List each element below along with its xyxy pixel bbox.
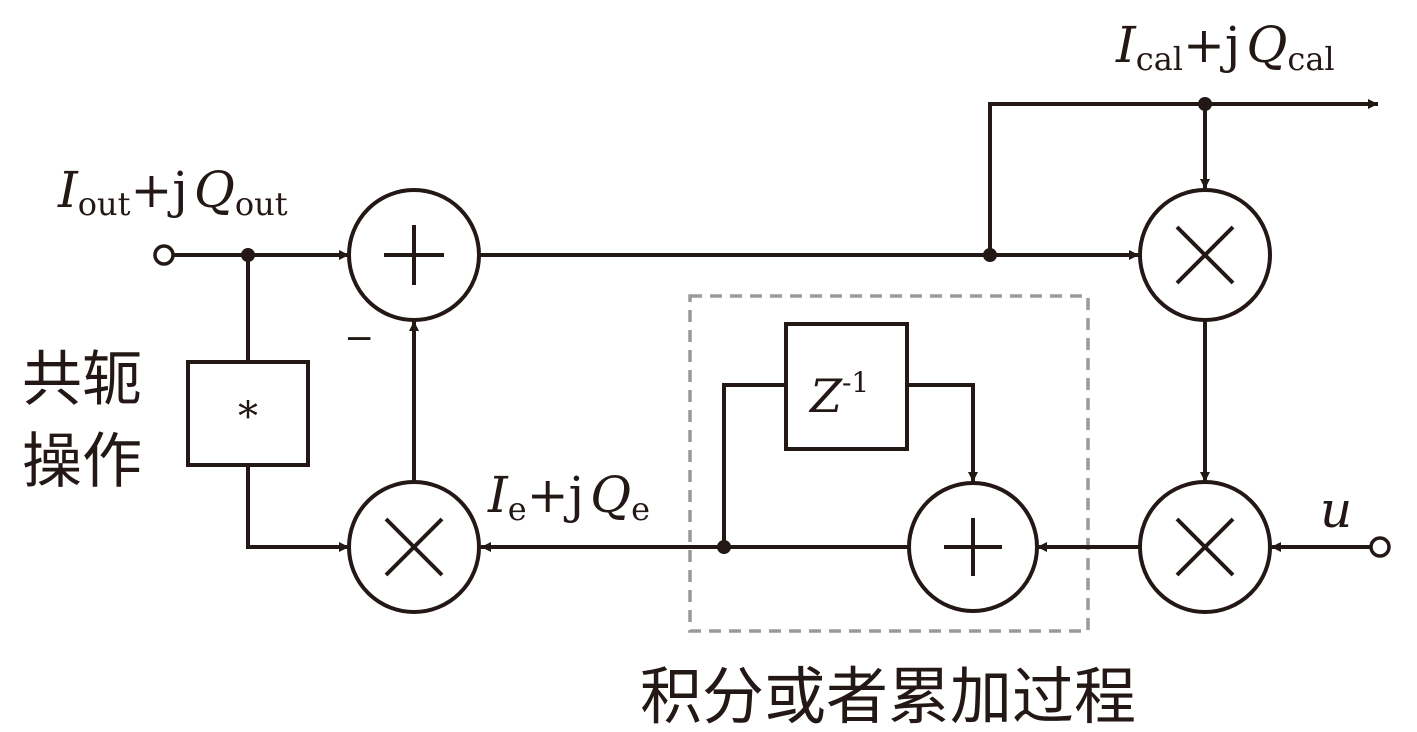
junction-output: [1198, 97, 1212, 111]
wire-delay-to-adder: [907, 383, 978, 482]
u-terminal: [1369, 536, 1391, 558]
wire-loop-to-delay: [722, 383, 786, 547]
adder-main: [347, 188, 481, 322]
u-label: u: [1320, 481, 1352, 539]
junction-input: [241, 248, 255, 262]
wire-branch-to-output: [988, 99, 1378, 255]
delay-box: [784, 322, 909, 451]
junction-loop: [717, 540, 731, 554]
integrator-caption: 积分或者累加过程: [640, 660, 1136, 732]
junction-branch: [983, 248, 997, 262]
conjugate-caption-line2: 操作: [22, 427, 142, 497]
integrator-boundary: [688, 294, 1090, 633]
adder-accumulator: [907, 481, 1039, 613]
conjugate-caption-line1: 共轭: [22, 345, 142, 415]
multiplier-top: [1138, 188, 1272, 322]
multiplier-error: [347, 480, 481, 614]
conjugate-box: [186, 360, 310, 467]
multiplier-step: [1138, 480, 1272, 614]
input-terminal: [153, 244, 175, 266]
conjugate-symbol: *: [238, 394, 258, 440]
wire-conjugate-to-multiplier: [246, 465, 349, 552]
minus-sign: −: [344, 318, 374, 359]
delay-label: Z-1: [808, 366, 869, 423]
